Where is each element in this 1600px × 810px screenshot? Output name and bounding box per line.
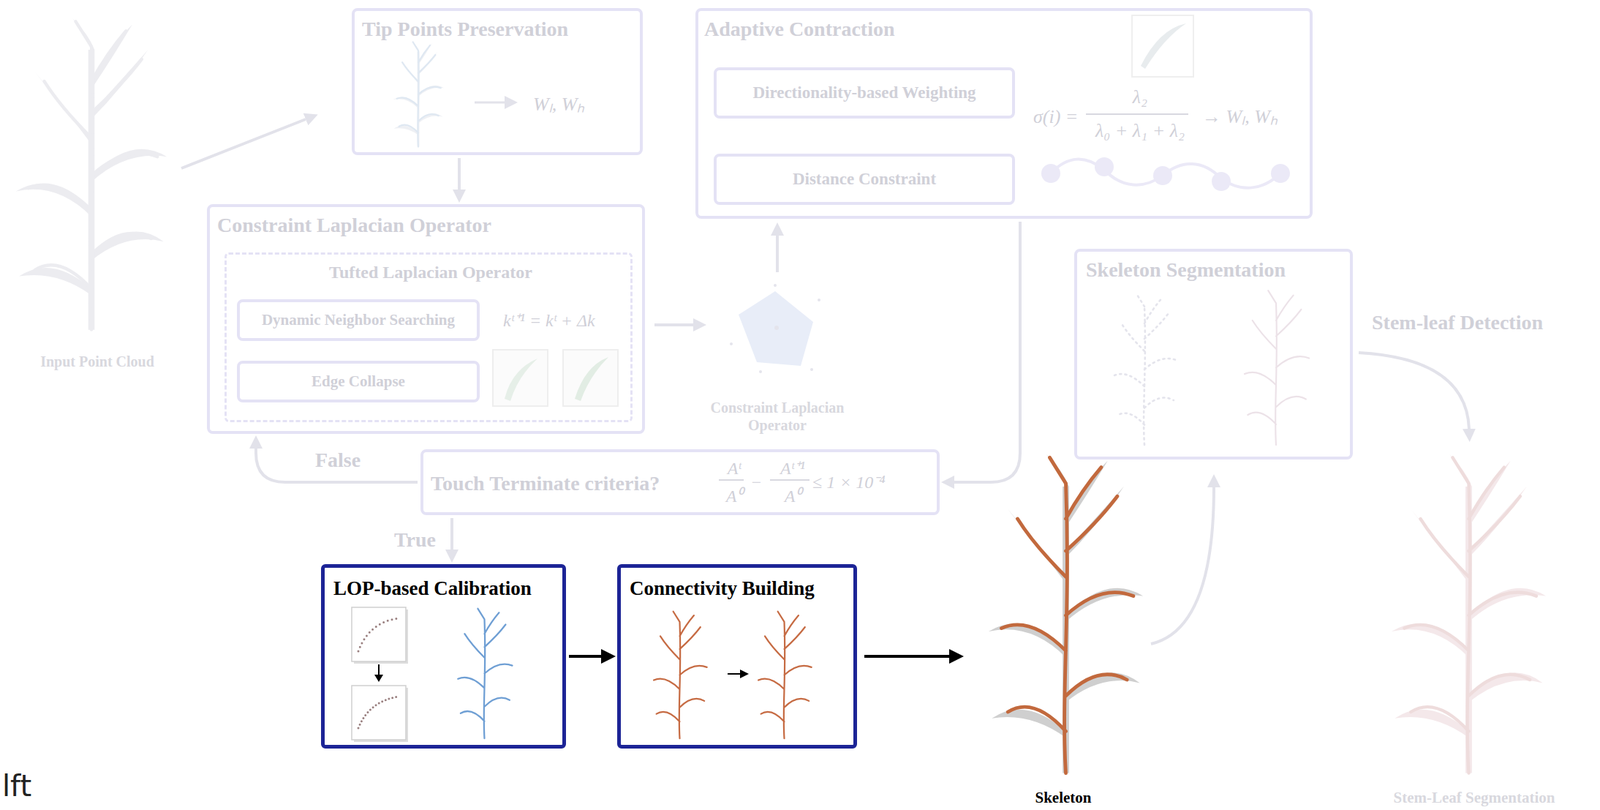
figure-label: Skeleton: [1034, 788, 1092, 807]
flow-arrow: [255, 448, 418, 482]
watermark: lft: [2, 767, 32, 803]
group-box: Tufted Laplacian Operator kᵗ⁺¹ = kᵗ + Δk D…: [224, 252, 633, 422]
flow-arrow: [864, 654, 950, 658]
box-title: Tufted Laplacian Operator: [329, 261, 533, 283]
connectivity-figure: [653, 611, 812, 738]
formula-text: −: [750, 471, 762, 493]
figure-label: Constraint Laplacian Operator: [693, 398, 862, 434]
laplacian-figure: [729, 283, 821, 373]
edge-label: False: [312, 447, 364, 473]
step-box: Directionality-based Weighting: [713, 67, 1015, 119]
segmentation-figure: [1113, 290, 1309, 445]
decision-box: Touch Terminate criteria? AᵗA⁰−Aᵗ⁺¹ A⁰ ≤ 1 …: [420, 448, 940, 515]
formula-text: Wₗ, Wₕ: [533, 92, 585, 116]
input-plant: [16, 18, 167, 330]
step-box: Dynamic Neighbor Searching: [236, 299, 480, 341]
formula-text: λ₂: [1132, 85, 1148, 109]
formula-text: ≤ 1 × 10⁻⁴: [812, 471, 886, 493]
edge-collapse-figure: [492, 349, 618, 406]
flow-arrow: [1358, 352, 1470, 429]
edge-label: True: [391, 527, 439, 553]
flow-arrow: [654, 323, 694, 327]
formula-text: A⁰: [784, 485, 802, 507]
box-title: Skeleton Segmentation: [1085, 257, 1286, 283]
process-box: Adaptive Contraction σ(i) = λ₂ λ₀ + λ₁ + λ₂…: [695, 8, 1313, 219]
skeleton-figure: [988, 454, 1143, 773]
box-title: Distance Constraint: [792, 168, 937, 190]
flow-arrow: [1151, 487, 1214, 644]
stem-leaf-figure: [1391, 454, 1546, 773]
process-box: Skeleton Segmentation: [1074, 248, 1353, 460]
tip-plant: [392, 40, 444, 147]
box-title: Touch Terminate criteria?: [430, 470, 660, 496]
formula-text: → Wₗ, Wₕ: [1202, 105, 1278, 128]
box-title: Adaptive Contraction: [704, 16, 896, 42]
box-title: Edge Collapse: [311, 372, 406, 391]
formula-text: σ(i) =: [1033, 105, 1078, 128]
flow-arrow: [450, 517, 454, 550]
step-box: Distance Constraint: [713, 153, 1015, 205]
flow-arrow: [457, 157, 461, 190]
leaf-thumbnail: [1131, 15, 1194, 77]
process-box: LOP-based Calibration: [321, 563, 566, 749]
formula-text: Aᵗ⁺¹: [780, 457, 806, 479]
box-title: Dynamic Neighbor Searching: [261, 310, 455, 330]
flow-arrow: [181, 119, 306, 169]
formula-text: A⁰: [726, 485, 743, 507]
box-title: Connectivity Building: [629, 576, 815, 600]
figure-label: Input Point Cloud: [40, 352, 155, 371]
formula-text: λ₀ + λ₁ + λ₂: [1095, 119, 1185, 142]
box-title: Tip Points Preservation: [361, 16, 569, 42]
distance-wave: [1041, 157, 1290, 191]
box-title: LOP-based Calibration: [333, 576, 532, 600]
step-box: Edge Collapse: [236, 360, 480, 403]
flow-arrow: [954, 221, 1021, 482]
box-title: Constraint Laplacian Operator: [217, 212, 492, 238]
formula-text: Aᵗ: [727, 457, 742, 479]
formula-text: kᵗ⁺¹ = kᵗ + Δk: [503, 310, 596, 332]
small-arrow: [474, 101, 505, 104]
process-box: Constraint Laplacian OperatorTufted Lapl…: [206, 204, 645, 434]
flow-arrow: [775, 235, 779, 273]
figure-label: Stem-Leaf Segmentation: [1393, 788, 1555, 807]
lop-figure: [351, 606, 513, 742]
process-box: Connectivity Building: [617, 563, 858, 749]
process-box: Tip Points PreservationWₗ, Wₕ: [351, 8, 643, 156]
step-label: Stem-leaf Detection: [1371, 310, 1543, 335]
box-title: Directionality-based Weighting: [752, 82, 976, 104]
flow-arrow: [568, 654, 602, 658]
